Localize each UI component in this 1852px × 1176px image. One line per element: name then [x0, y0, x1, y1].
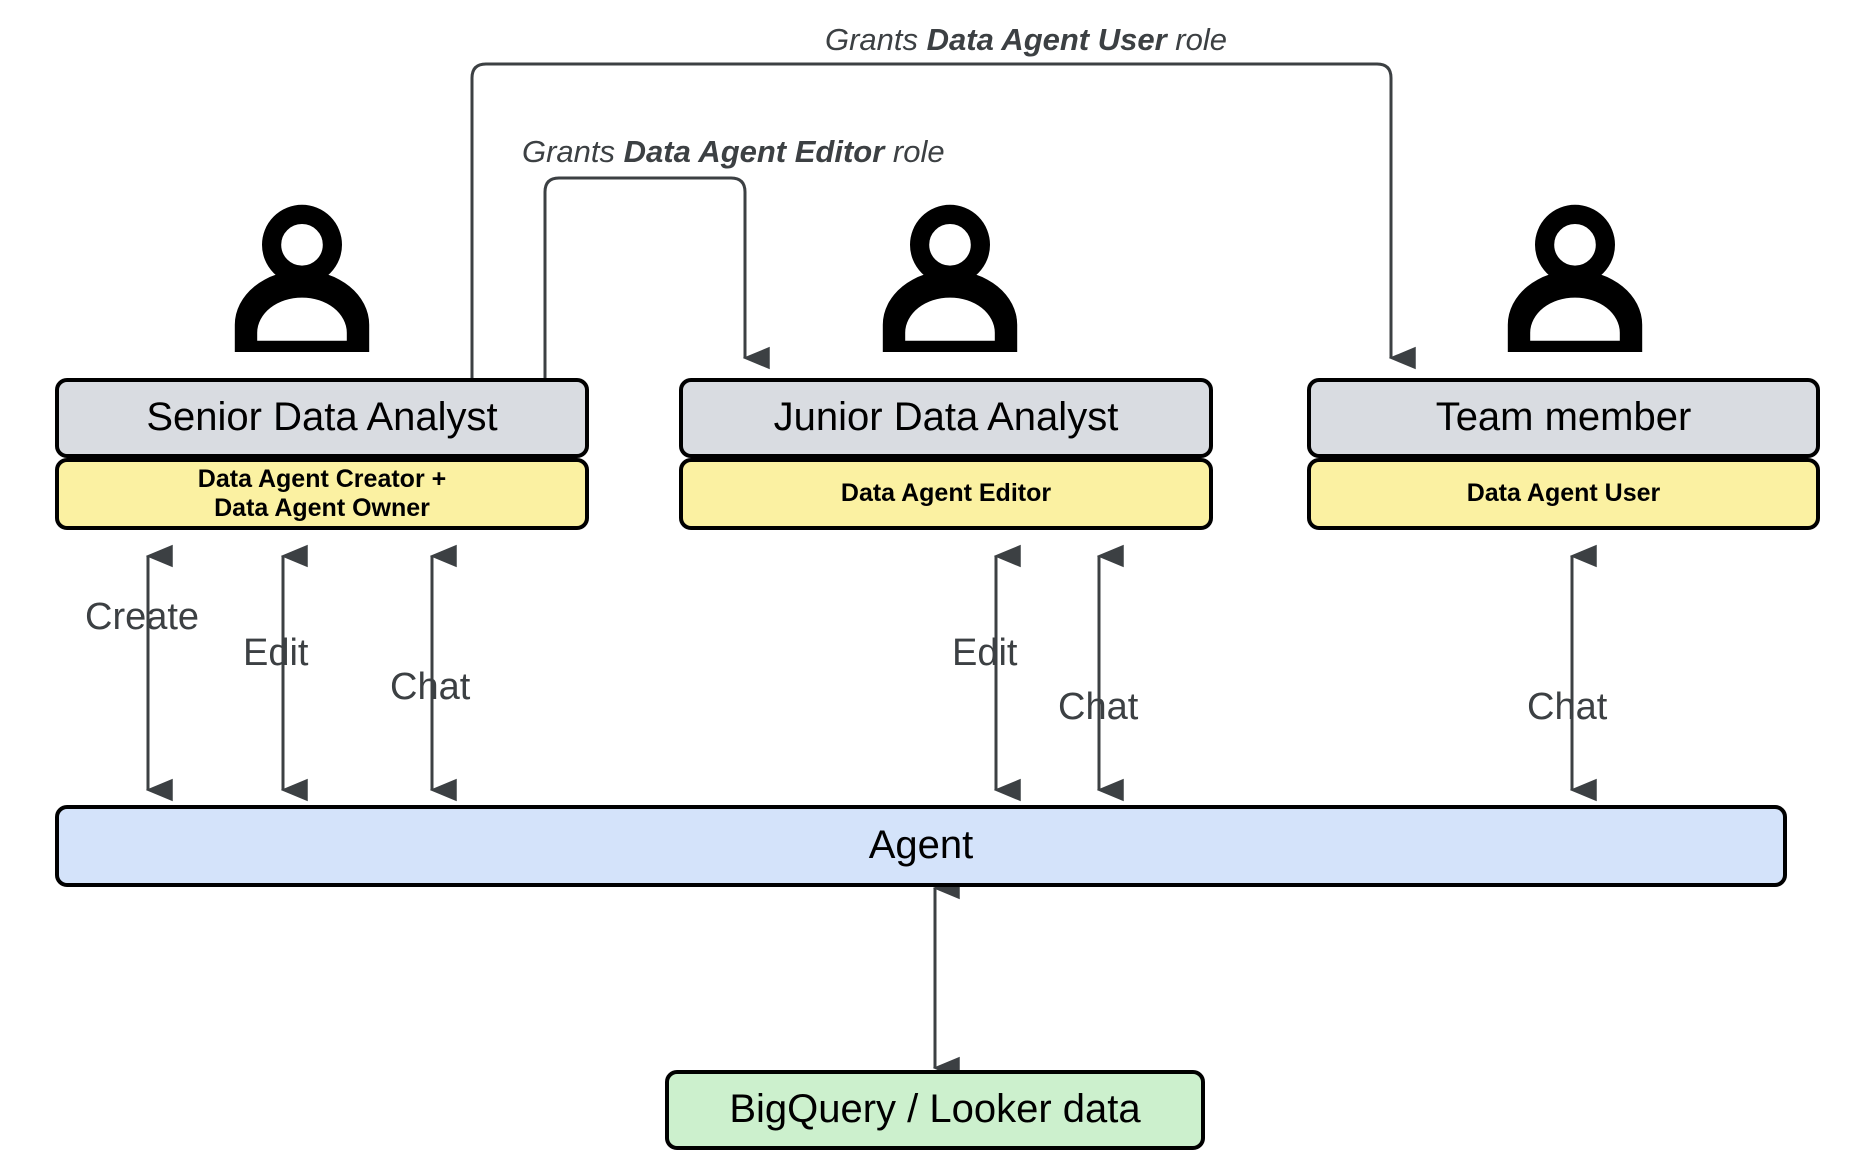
persona-title: Senior Data Analyst — [146, 395, 498, 440]
action-label-junior-edit: Edit — [952, 632, 1018, 674]
node-team-member-title[interactable]: Team member — [1307, 378, 1820, 458]
persona-title: Team member — [1435, 395, 1692, 440]
action-label-senior-create: Create — [85, 596, 200, 638]
grant-role: Data Agent User — [926, 22, 1167, 57]
grant-label-data-agent-editor: Grants Data Agent Editor role — [522, 136, 945, 167]
permission-line: Data Agent Owner — [214, 494, 430, 522]
node-senior-data-analyst-permission[interactable]: Data Agent Creator + Data Agent Owner — [55, 458, 589, 530]
person-icon — [222, 200, 382, 360]
agent-label: Agent — [868, 823, 974, 868]
node-team-member-permission[interactable]: Data Agent User — [1307, 458, 1820, 530]
grant-role: Data Agent Editor — [623, 134, 885, 169]
data-store-label: BigQuery / Looker data — [729, 1087, 1141, 1132]
person-icon — [870, 200, 1030, 360]
permission-line: Data Agent User — [1466, 479, 1661, 508]
grant-suffix: role — [1166, 22, 1227, 57]
action-label-junior-chat: Chat — [1058, 686, 1139, 728]
connector-grant-data-agent-editor — [543, 176, 770, 378]
node-agent[interactable]: Agent — [55, 805, 1787, 887]
node-junior-data-analyst-permission[interactable]: Data Agent Editor — [679, 458, 1213, 530]
person-icon — [1495, 200, 1655, 360]
grant-label-data-agent-user: Grants Data Agent User role — [825, 24, 1227, 55]
action-label-senior-chat: Chat — [390, 666, 471, 708]
grant-prefix: Grants — [522, 134, 624, 169]
grant-suffix: role — [884, 134, 945, 169]
node-junior-data-analyst-title[interactable]: Junior Data Analyst — [679, 378, 1213, 458]
persona-title: Junior Data Analyst — [773, 395, 1119, 440]
action-label-team-chat: Chat — [1527, 686, 1608, 728]
permission-line: Data Agent Creator + — [197, 464, 447, 493]
node-senior-data-analyst-title[interactable]: Senior Data Analyst — [55, 378, 589, 458]
node-data-store[interactable]: BigQuery / Looker data — [665, 1070, 1205, 1150]
permission-line: Data Agent Editor — [840, 479, 1052, 508]
grant-prefix: Grants — [825, 22, 927, 57]
action-label-senior-edit: Edit — [243, 632, 309, 674]
